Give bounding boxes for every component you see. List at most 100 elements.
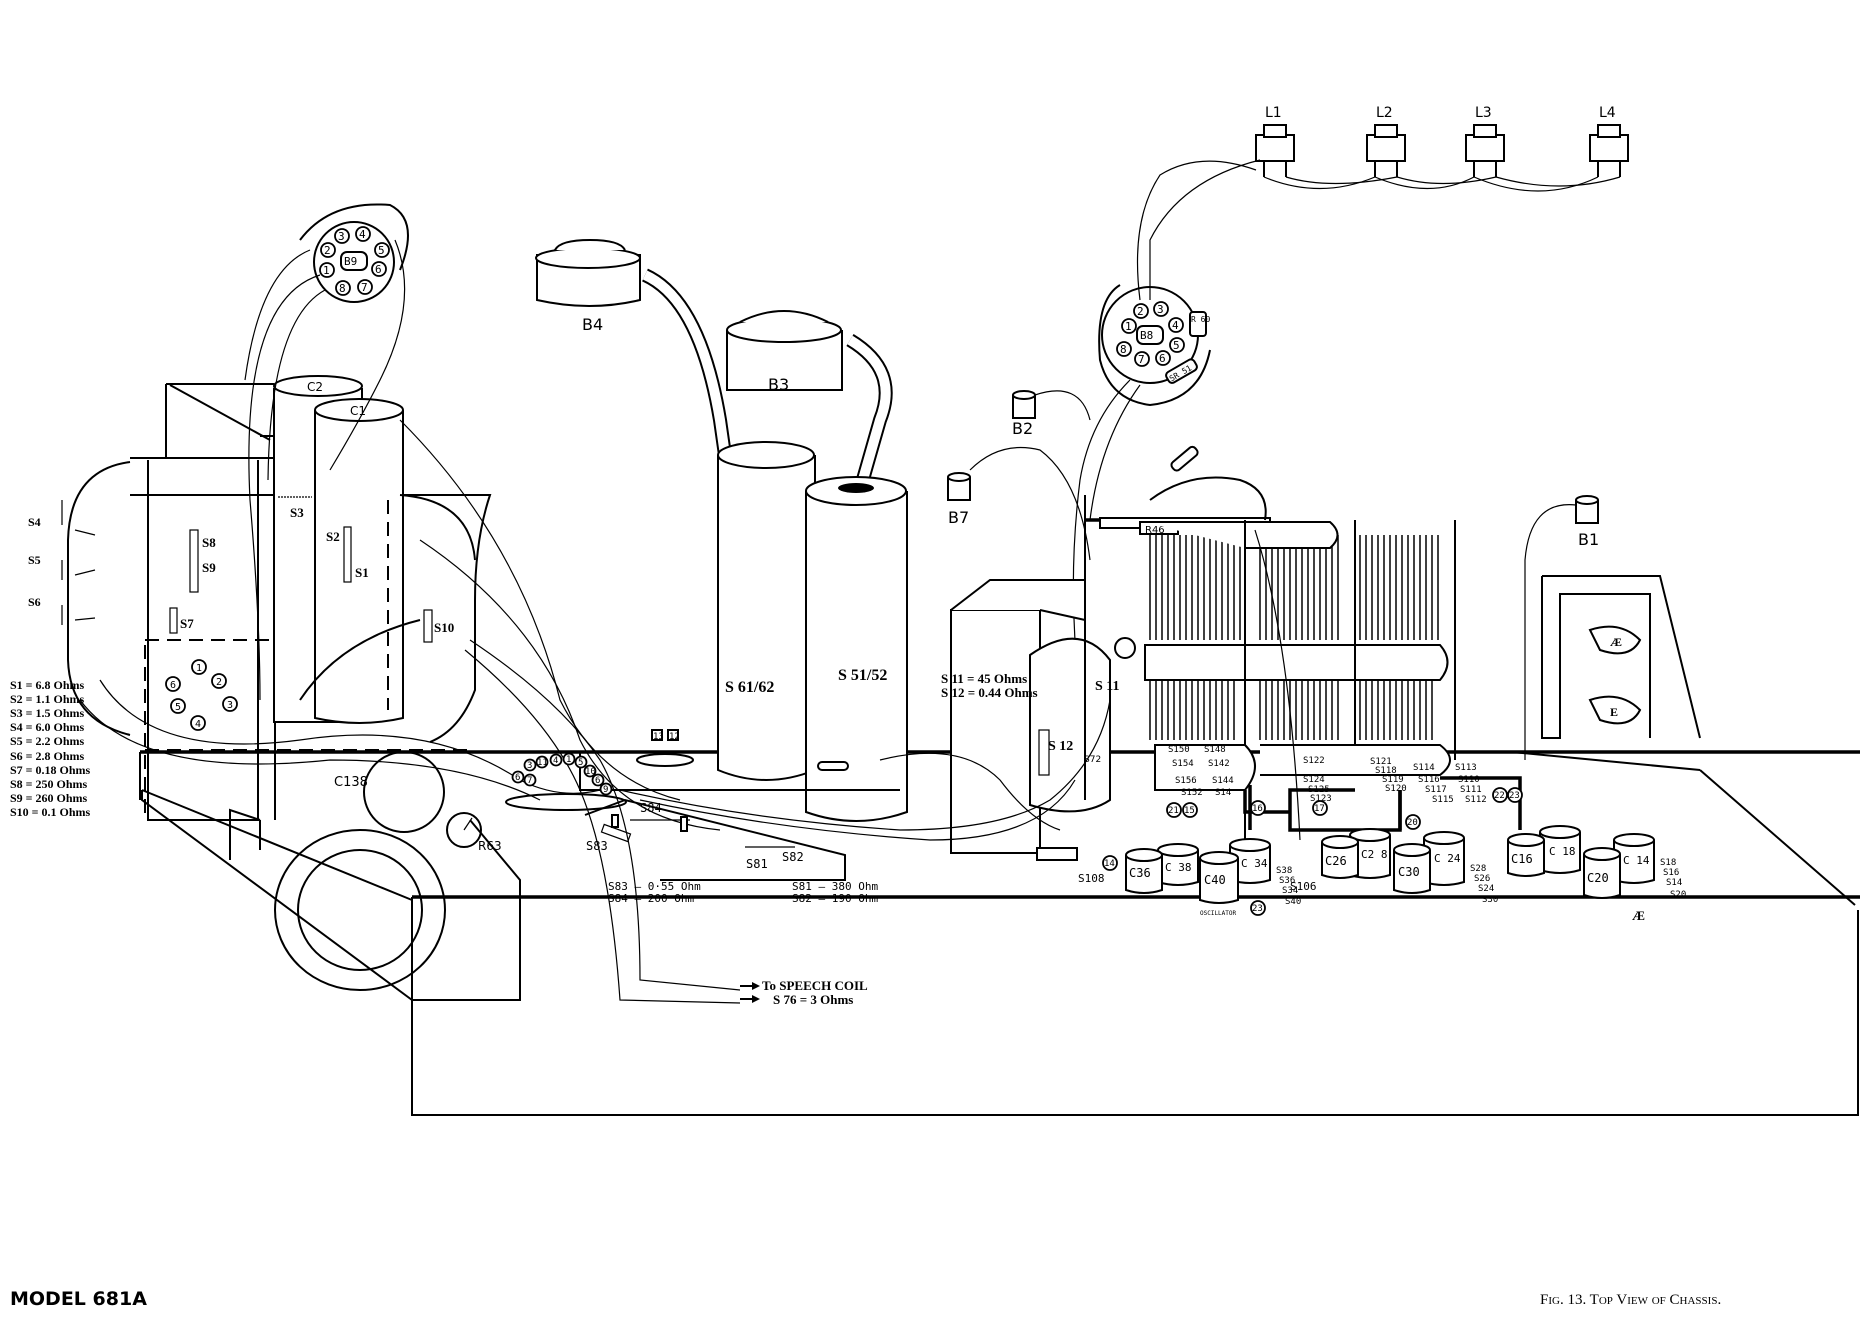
svg-text:S20: S20 bbox=[1670, 890, 1686, 900]
c40-label: C40 bbox=[1204, 873, 1226, 887]
svg-text:S112: S112 bbox=[1465, 795, 1487, 805]
section-labels: S3 S2 S1 S8 S9 S7 S10 S4 S5 S6 bbox=[28, 496, 454, 643]
lamp-b7: B7 bbox=[947, 446, 1091, 561]
b9-label: B9 bbox=[344, 255, 357, 268]
svg-text:6: 6 bbox=[170, 680, 176, 691]
gang-terminals: 1 2 3 4 5 6 bbox=[165, 659, 238, 731]
svg-text:2: 2 bbox=[324, 244, 331, 257]
dial-drum bbox=[274, 751, 482, 991]
svg-text:5: 5 bbox=[578, 758, 583, 768]
svg-text:4: 4 bbox=[1172, 319, 1179, 332]
valve-socket-b8: B8 1 2 3 4 5 6 7 8 R 60 SR 51 bbox=[1072, 284, 1211, 641]
b2-label: B2 bbox=[1012, 419, 1033, 438]
c20-label: C20 bbox=[1587, 871, 1609, 885]
svg-text:14: 14 bbox=[1104, 859, 1115, 869]
resistance-s1: S1 = 6.8 Ohms bbox=[10, 678, 85, 692]
svg-text:S125: S125 bbox=[1308, 785, 1330, 795]
c30-label: C30 bbox=[1398, 865, 1420, 879]
svg-text:6: 6 bbox=[1159, 352, 1166, 365]
svg-text:S113: S113 bbox=[1455, 763, 1477, 773]
svg-text:E: E bbox=[1610, 705, 1618, 719]
s61-62-label: S 61/62 bbox=[725, 679, 774, 696]
svg-text:S150: S150 bbox=[1168, 745, 1190, 755]
s7-label: S7 bbox=[180, 616, 194, 631]
can-s61-62: S 61/62 bbox=[717, 441, 816, 781]
svg-text:S83 – 0·55 Ohm: S83 – 0·55 Ohm bbox=[608, 880, 701, 893]
lamp-b2: B2 bbox=[1012, 390, 1091, 438]
coil-l4: L4 bbox=[1589, 105, 1629, 177]
svg-text:22: 22 bbox=[1494, 791, 1505, 801]
speech-coil-resistance: S 76 = 3 Ohms bbox=[773, 992, 853, 1007]
svg-text:2: 2 bbox=[1137, 305, 1144, 318]
svg-text:S81 – 380 Ohm: S81 – 380 Ohm bbox=[792, 880, 878, 893]
s81-label: S81 bbox=[746, 857, 768, 871]
svg-text:S30: S30 bbox=[1482, 895, 1498, 905]
s6-label: S6 bbox=[28, 595, 41, 609]
s84-label: S84 bbox=[640, 801, 662, 815]
resistance-s3: S3 = 1.5 Ohms bbox=[10, 706, 85, 720]
svg-text:4: 4 bbox=[359, 228, 366, 241]
s12-label: S 12 bbox=[1048, 739, 1073, 754]
svg-text:12: 12 bbox=[669, 732, 680, 742]
svg-text:4: 4 bbox=[195, 719, 201, 730]
svg-text:10: 10 bbox=[585, 767, 596, 777]
svg-text:L2: L2 bbox=[1376, 105, 1393, 121]
dial-lamp-b4: B4 bbox=[535, 238, 767, 701]
svg-text:S34: S34 bbox=[1282, 886, 1298, 896]
resistance-s5: S5 = 2.2 Ohms bbox=[10, 734, 85, 748]
svg-text:S122: S122 bbox=[1303, 756, 1325, 766]
svg-text:S84 – 200 Ohm: S84 – 200 Ohm bbox=[608, 892, 694, 905]
resistance-s10: S10 = 0.1 Ohms bbox=[10, 805, 91, 819]
svg-text:21: 21 bbox=[1168, 806, 1179, 816]
svg-text:S148: S148 bbox=[1204, 745, 1226, 755]
gang-can-c1: C1 bbox=[314, 398, 404, 724]
svg-text:15: 15 bbox=[1184, 806, 1195, 816]
s10-label: S10 bbox=[434, 620, 454, 635]
svg-text:S118: S118 bbox=[1375, 766, 1397, 776]
svg-text:S124: S124 bbox=[1303, 775, 1325, 785]
s3-label: S3 bbox=[290, 505, 304, 520]
can-s51-52: S 51/52 bbox=[805, 333, 908, 822]
s2-label: S2 bbox=[326, 529, 340, 544]
oscillator-label: OSCILLATOR bbox=[1200, 910, 1237, 917]
ae-frame: Æ E bbox=[1541, 575, 1701, 739]
svg-text:S40: S40 bbox=[1285, 897, 1301, 907]
s5-label: S5 bbox=[28, 553, 41, 567]
test-points: 21 15 16 17 20 14 23 22 23 bbox=[1102, 787, 1523, 916]
svg-text:S26: S26 bbox=[1474, 874, 1490, 884]
svg-text:S114: S114 bbox=[1413, 763, 1435, 773]
svg-text:L1: L1 bbox=[1265, 105, 1282, 121]
b3-label: B3 bbox=[768, 375, 789, 394]
speech-coil-leads: To SPEECH COIL S 76 = 3 Ohms bbox=[740, 978, 868, 1007]
svg-text:Æ: Æ bbox=[1610, 635, 1622, 649]
b7-label: B7 bbox=[948, 508, 969, 527]
svg-text:S119: S119 bbox=[1382, 775, 1404, 785]
wiring-left bbox=[79, 239, 741, 1004]
svg-text:S121: S121 bbox=[1370, 757, 1392, 767]
c18-label: C 18 bbox=[1549, 845, 1576, 858]
electrolytic-capacitors: C36 C 38 C40 C 34 C26 C2 8 C30 C 24 C16 … bbox=[1125, 825, 1655, 923]
svg-text:5: 5 bbox=[378, 244, 385, 257]
svg-text:S106: S106 bbox=[1290, 880, 1317, 893]
s72-label: S72 bbox=[1084, 755, 1101, 765]
svg-text:23: 23 bbox=[1252, 904, 1263, 914]
svg-text:S18: S18 bbox=[1660, 858, 1676, 868]
resistance-s8: S8 = 250 Ohms bbox=[10, 777, 88, 791]
coil-l3: L3 bbox=[1465, 105, 1505, 177]
svg-text:S117: S117 bbox=[1425, 785, 1447, 795]
svg-text:L4: L4 bbox=[1599, 105, 1616, 121]
s51-52-label: S 51/52 bbox=[838, 667, 887, 684]
coil-l1: L1 bbox=[1255, 105, 1295, 177]
svg-text:S36: S36 bbox=[1279, 876, 1295, 886]
svg-text:4: 4 bbox=[553, 756, 558, 766]
svg-text:S24: S24 bbox=[1478, 884, 1494, 894]
c16-label: C16 bbox=[1511, 852, 1533, 866]
svg-text:S16: S16 bbox=[1663, 868, 1679, 878]
resistance-s4: S4 = 6.0 Ohms bbox=[10, 720, 85, 734]
svg-text:3: 3 bbox=[338, 230, 345, 243]
ae-mark: Æ bbox=[1632, 908, 1645, 923]
svg-text:S144: S144 bbox=[1212, 776, 1234, 786]
s1-label: S1 bbox=[355, 565, 369, 580]
svg-text:7: 7 bbox=[1138, 353, 1145, 366]
